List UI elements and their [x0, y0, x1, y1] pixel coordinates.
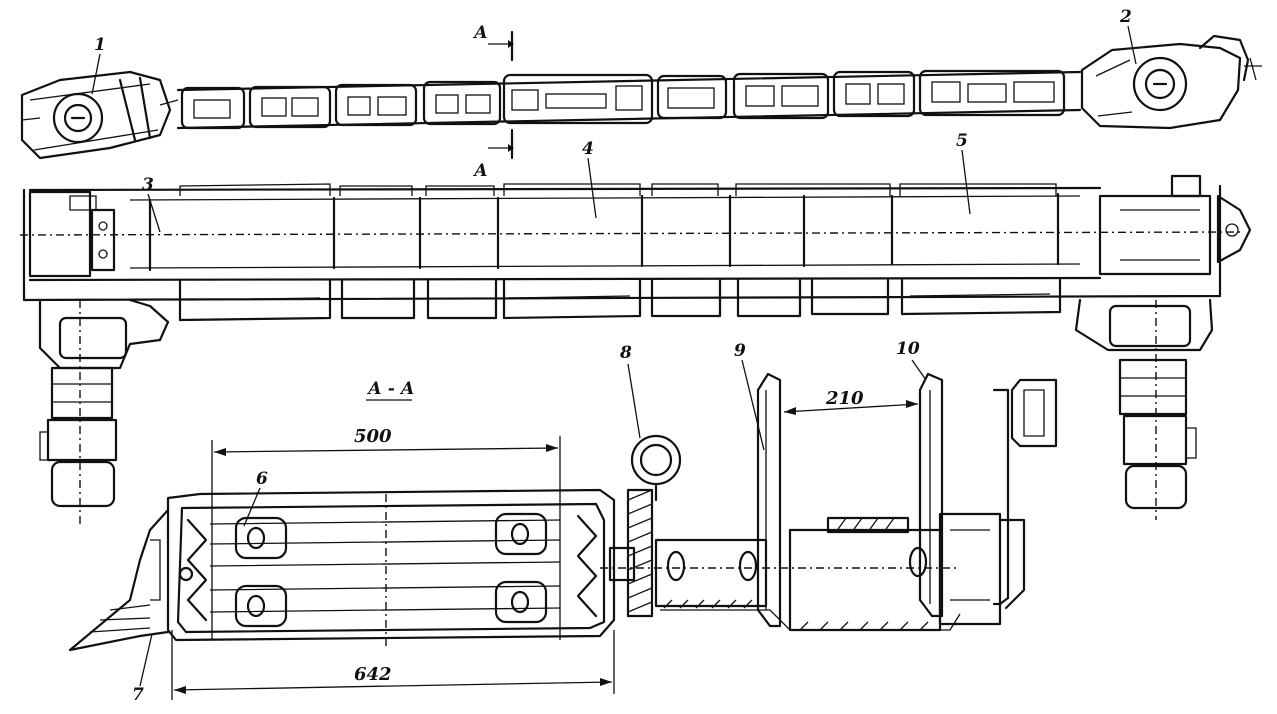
leader-4	[587, 157, 597, 219]
side-elevation	[19, 174, 1252, 524]
callout-6: 6	[256, 469, 268, 489]
callout-5: 5	[956, 131, 968, 151]
leader-1	[91, 53, 101, 95]
right-support	[1074, 298, 1214, 520]
leader-7	[139, 633, 153, 687]
left-drive-head	[20, 70, 179, 160]
left-support	[38, 298, 170, 524]
left-end-block	[28, 190, 116, 278]
leader-10	[911, 359, 927, 381]
trough-body	[166, 488, 616, 646]
dimension-642: 642	[171, 630, 615, 700]
callout-9: 9	[734, 341, 746, 361]
dimension-210: 210	[783, 388, 919, 415]
plough-scraper	[68, 508, 170, 652]
leader-3	[147, 193, 161, 233]
upper-chain-teeth	[179, 183, 1057, 196]
leader-5	[961, 149, 971, 215]
plan-view: А А	[20, 23, 1262, 181]
callout-10: 10	[896, 339, 920, 359]
right-bracket	[992, 378, 1058, 610]
leader-8	[627, 363, 641, 439]
callout-7: 7	[132, 685, 144, 705]
guide-plates	[756, 372, 944, 628]
section-view: А - А	[68, 372, 1058, 700]
section-title: А - А	[366, 379, 415, 399]
callouts: 1 2 3 4 5 6 7 8 9 10	[91, 7, 1137, 705]
leader-9	[741, 359, 765, 451]
right-drive-head	[1080, 34, 1262, 130]
cable-holder	[630, 434, 682, 502]
callout-3: 3	[142, 175, 154, 195]
section-mark-bottom-label: А	[472, 161, 488, 181]
right-end-block	[1098, 174, 1252, 276]
lower-carriages	[178, 278, 1062, 322]
leader-6	[243, 487, 261, 527]
section-mark-top-label: А	[472, 23, 488, 43]
dimension-210-label: 210	[825, 388, 864, 409]
callout-1: 1	[94, 35, 106, 55]
hatched-guide	[608, 488, 654, 618]
shaft-housing	[600, 512, 1002, 632]
leader-2	[1127, 25, 1137, 65]
callout-8: 8	[619, 343, 632, 363]
dimension-642-label: 642	[354, 664, 392, 685]
dimension-500: 500	[211, 426, 561, 640]
callout-2: 2	[1119, 7, 1132, 27]
section-cut-mark: А А	[472, 23, 514, 181]
callout-4: 4	[582, 139, 594, 159]
dimension-500-label: 500	[354, 426, 392, 447]
chain-segments	[176, 69, 1082, 130]
